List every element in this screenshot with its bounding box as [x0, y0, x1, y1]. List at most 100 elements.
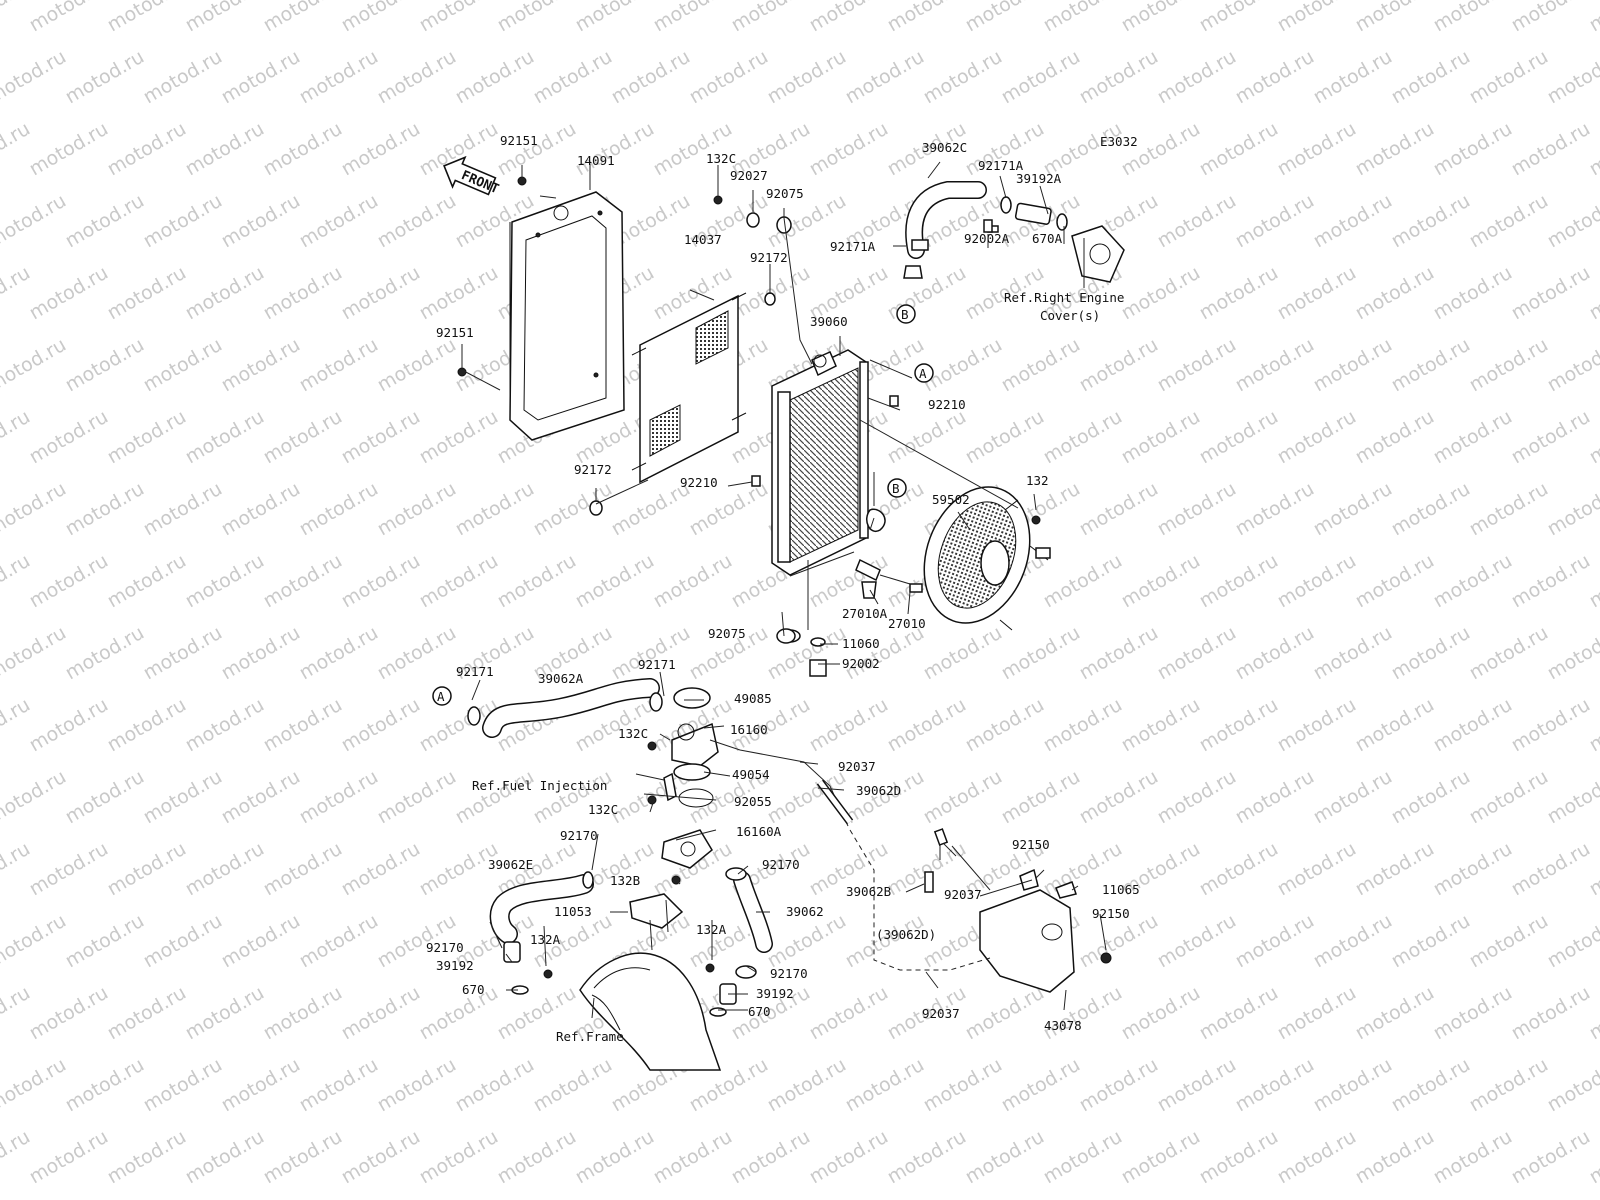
watermark-text: motod.ru [1196, 550, 1282, 613]
watermark-text: motod.ru [374, 478, 460, 541]
label-11053: 11053 [554, 904, 592, 919]
watermark-text: motod.ru [1274, 838, 1360, 901]
watermark-text: motod.ru [1196, 262, 1282, 325]
label-132: 132 [1026, 473, 1049, 488]
watermark-text: motod.ru [140, 766, 226, 829]
label-92037-bot: 92037 [922, 1006, 960, 1021]
watermark-text: motod.ru [416, 406, 502, 469]
watermark-text: motod.ru [1154, 1054, 1240, 1117]
label-92171a-left: 92171A [830, 239, 876, 254]
callout-a-left: A [437, 689, 445, 704]
label-92210-right: 92210 [928, 397, 966, 412]
watermark-text: motod.ru [572, 550, 658, 613]
watermark-text: motod.ru [998, 334, 1084, 397]
label-39062c: 39062C [922, 140, 967, 155]
watermark-text: motod.ru [1310, 1054, 1396, 1117]
watermark-text: motod.ru [218, 766, 304, 829]
watermark-text: motod.ru [1508, 262, 1594, 325]
label-39192-right: 39192 [756, 986, 794, 1001]
watermark-text: motod.ru [0, 550, 34, 613]
watermark-text: motod.ru [182, 118, 268, 181]
watermark-text: motod.ru [1118, 550, 1204, 613]
watermark-text: motod.ru [338, 838, 424, 901]
watermark-text: motod.ru [1076, 46, 1162, 109]
watermark-text: motod.ru [0, 1054, 70, 1117]
label-39062a: 39062A [538, 671, 584, 686]
watermark-text: motod.ru [1118, 982, 1204, 1045]
diagram-code: E3032 [1100, 134, 1138, 149]
watermark-text: motod.ru [0, 910, 70, 973]
watermark-text: motod.ru [104, 118, 190, 181]
watermark-text: motod.ru [1352, 982, 1438, 1045]
watermark-text: motod.ru [1352, 550, 1438, 613]
watermark-text: motod.ru [0, 838, 34, 901]
watermark-text: motod.ru [1232, 1054, 1318, 1117]
watermark-text: motod.ru [1388, 46, 1474, 109]
watermark-text: motod.ru [0, 694, 34, 757]
label-11060: 11060 [842, 636, 880, 651]
watermark-text: motod.ru [1040, 0, 1126, 36]
watermark-text: motod.ru [296, 766, 382, 829]
watermark-text: motod.ru [104, 838, 190, 901]
watermark-text: motod.ru [650, 550, 736, 613]
watermark-text: motod.ru [260, 982, 346, 1045]
watermark-text: motod.ru [842, 46, 928, 109]
watermark-text: motod.ru [296, 622, 382, 685]
label-27010: 27010 [888, 616, 926, 631]
watermark-text: motod.ru [1310, 46, 1396, 109]
watermark-text: motod.ru [260, 118, 346, 181]
callout-b-mid: B [892, 481, 900, 496]
watermark-text: motod.ru [140, 46, 226, 109]
watermark-text: motod.ru [998, 46, 1084, 109]
watermark-text: motod.ru [1544, 190, 1600, 253]
watermark-text: motod.ru [296, 910, 382, 973]
watermark-text: motod.ru [1040, 694, 1126, 757]
watermark-text: motod.ru [1118, 118, 1204, 181]
watermark-text: motod.ru [1544, 910, 1600, 973]
watermark-text: motod.ru [1388, 334, 1474, 397]
watermark-text: motod.ru [218, 190, 304, 253]
watermark-text: motod.ru [920, 1054, 1006, 1117]
watermark-text: motod.ru [338, 118, 424, 181]
watermark-text: motod.ru [998, 1054, 1084, 1117]
watermark-text: motod.ru [572, 1126, 658, 1189]
watermark-text: motod.ru [1118, 0, 1204, 36]
label-670a: 670A [1032, 231, 1063, 246]
label-14037: 14037 [684, 232, 722, 247]
watermark-text: motod.ru [1232, 478, 1318, 541]
watermark-text: motod.ru [0, 622, 70, 685]
watermark-text: motod.ru [1430, 118, 1516, 181]
label-92055: 92055 [734, 794, 772, 809]
label-39062: 39062 [786, 904, 824, 919]
label-132c-low: 132C [588, 802, 618, 817]
watermark-text: motod.ru [0, 190, 70, 253]
label-ref-fuel-injection: Ref.Fuel Injection [472, 778, 607, 793]
watermark-text: motod.ru [26, 118, 112, 181]
watermark-text: motod.ru [1352, 0, 1438, 36]
watermark-text: motod.ru [920, 46, 1006, 109]
watermark-text: motod.ru [338, 550, 424, 613]
watermark-text: motod.ru [764, 766, 850, 829]
watermark-text: motod.ru [962, 0, 1048, 36]
label-92170-c: 92170 [426, 940, 464, 955]
label-39062d: 39062D [856, 783, 901, 798]
label-92170-a: 92170 [560, 828, 598, 843]
watermark-text: motod.ru [140, 478, 226, 541]
watermark-text: motod.ru [650, 118, 736, 181]
watermark-text: motod.ru [1154, 46, 1240, 109]
watermark-text: motod.ru [1544, 622, 1600, 685]
label-92170-b: 92170 [762, 857, 800, 872]
fasteners [457, 176, 1041, 644]
watermark-text: motod.ru [140, 622, 226, 685]
watermark-text: motod.ru [1118, 694, 1204, 757]
watermark-text: motod.ru [1466, 622, 1552, 685]
watermark-text: motod.ru [1274, 550, 1360, 613]
watermark-text: motod.ru [26, 262, 112, 325]
watermark-text: motod.ru [1076, 622, 1162, 685]
leader-lines [461, 161, 1107, 1019]
label-92151-left: 92151 [436, 325, 474, 340]
watermark-text: motod.ru [338, 0, 424, 36]
watermark-text: motod.ru [260, 406, 346, 469]
watermark-text: motod.ru [1310, 622, 1396, 685]
label-92075-bot: 92075 [708, 626, 746, 641]
